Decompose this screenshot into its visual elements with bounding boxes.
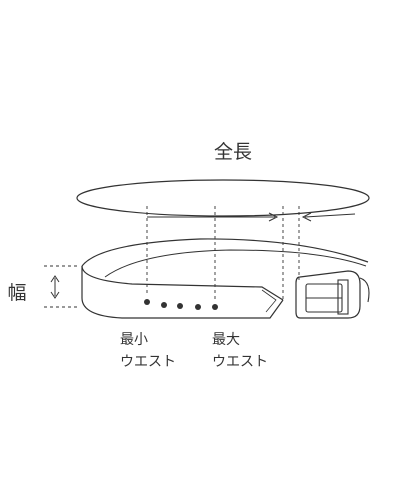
belt-hole-4 xyxy=(195,304,201,310)
belt-outer-edge-bottom xyxy=(81,266,284,319)
belt-hole-1 xyxy=(144,299,150,305)
full-length-ellipse xyxy=(76,179,370,217)
belt-inner-edge-lower xyxy=(104,249,367,278)
min-waist-label-line2: ウエスト xyxy=(120,354,176,370)
width-label: 幅 xyxy=(7,282,26,304)
max-waist-label-line1: 最大 xyxy=(212,332,240,348)
belt-hole-3 xyxy=(177,303,183,309)
belt-outer-edge-top xyxy=(81,265,284,301)
belt-tip-stitch xyxy=(261,289,277,313)
dashed-guides xyxy=(44,206,300,308)
max-waist-label-line2: ウエスト xyxy=(212,354,268,370)
buckle-icon xyxy=(295,270,370,319)
min-length-arrow xyxy=(301,212,356,222)
min-waist-label-line1: 最小 xyxy=(120,332,148,348)
belt-inner-edge xyxy=(81,238,369,267)
belt-hole-2 xyxy=(161,302,167,308)
width-arrow xyxy=(50,275,60,299)
full-length-label: 全長 xyxy=(214,141,252,163)
max-length-arrow xyxy=(147,212,279,222)
belt-hole-5 xyxy=(212,304,218,310)
